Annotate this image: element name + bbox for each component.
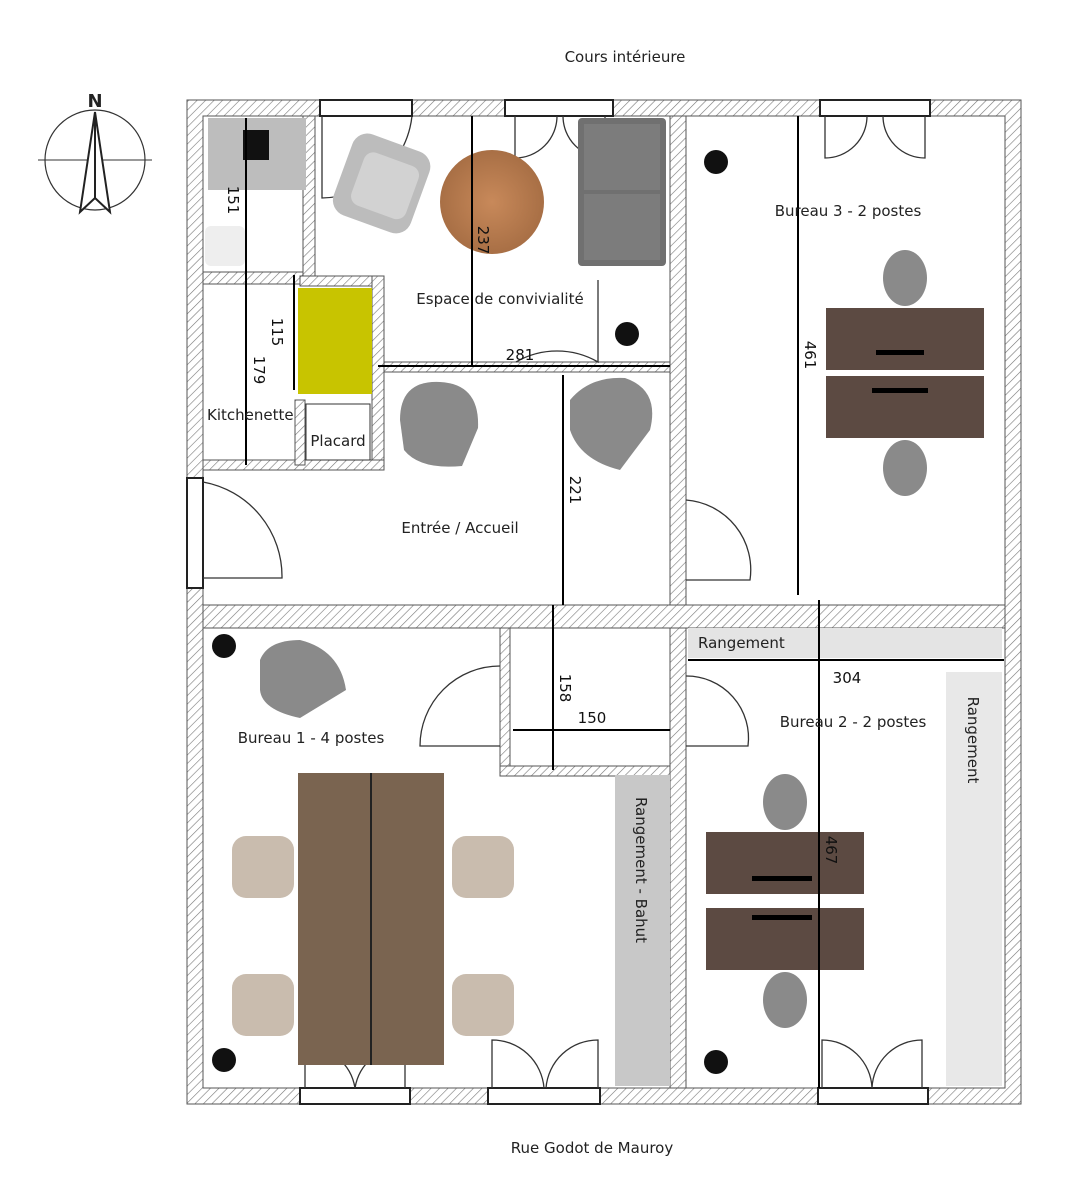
room-label-placard: Placard <box>310 432 365 450</box>
cooktop-icon <box>243 130 269 160</box>
dim-237: 237 <box>474 226 492 255</box>
fridge <box>205 226 245 266</box>
room-label-entree: Entrée / Accueil <box>401 519 518 537</box>
office-chair <box>763 972 807 1028</box>
room-label-convivialite: Espace de convivialité <box>416 290 583 308</box>
dim-221: 221 <box>566 476 584 505</box>
office-chair <box>883 440 927 496</box>
dim-281: 281 <box>506 346 535 364</box>
chairs <box>232 836 514 1036</box>
rangement-bahut <box>615 775 670 1086</box>
dim-115: 115 <box>268 318 286 347</box>
placard-box <box>305 403 371 461</box>
dim-467: 467 <box>822 836 840 865</box>
room-label-kitchenette: Kitchenette <box>207 406 294 424</box>
room-label-rangement-right: Rangement <box>964 697 982 784</box>
room-label-bureau3: Bureau 3 - 2 postes <box>775 202 922 220</box>
room-label-bureau2: Bureau 2 - 2 postes <box>780 713 927 731</box>
compass-icon: N <box>38 91 152 215</box>
top-label: Cours intérieure <box>565 48 686 66</box>
desk <box>826 308 984 370</box>
dim-461: 461 <box>801 341 819 370</box>
dimension-lines <box>245 116 1004 1088</box>
office-chair <box>883 250 927 306</box>
furniture <box>205 118 1002 1086</box>
armchair-icon <box>332 133 431 234</box>
desk <box>826 376 984 438</box>
rangement-right <box>946 672 1002 1086</box>
dim-304: 304 <box>833 669 862 687</box>
room-label-bureau1: Bureau 1 - 4 postes <box>238 729 385 747</box>
room-labels: Espace de convivialité Kitchenette Placa… <box>207 202 982 943</box>
round-table <box>440 150 544 254</box>
dim-179: 179 <box>250 356 268 385</box>
yellow-cabinet <box>298 288 372 394</box>
armchair-icon <box>260 377 653 718</box>
office-chair <box>763 774 807 830</box>
dim-151: 151 <box>224 186 242 215</box>
dim-158: 158 <box>556 674 574 703</box>
door-swings <box>202 115 926 1089</box>
room-label-rangement-top: Rangement <box>698 634 785 652</box>
dim-150: 150 <box>578 709 607 727</box>
dimension-labels: 151 237 281 115 179 221 461 158 150 304 … <box>224 186 861 865</box>
room-label-rangement-bahut: Rangement - Bahut <box>632 797 650 943</box>
walls <box>186 99 1022 1105</box>
compass-north-label: N <box>87 91 102 112</box>
bottom-label: Rue Godot de Mauroy <box>511 1139 674 1157</box>
desk <box>706 832 864 894</box>
rangement-top <box>688 628 1002 658</box>
